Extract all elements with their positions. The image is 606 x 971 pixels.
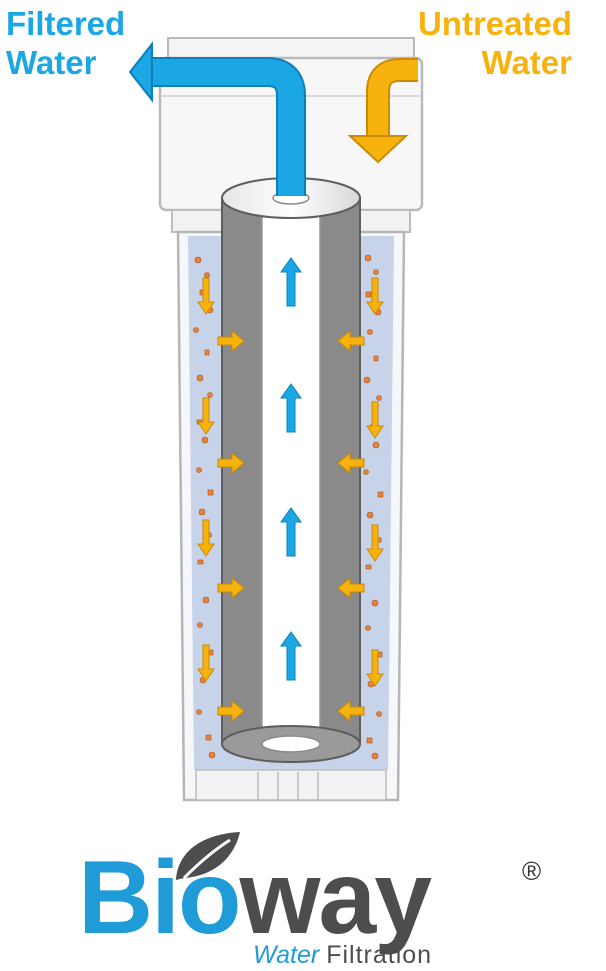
bioway-logo: Bioway ® Water Filtration — [0, 826, 606, 971]
core-flow-arrows — [280, 257, 302, 681]
brand-name: Bioway — [78, 846, 432, 950]
brand-name-part2: way — [239, 840, 433, 956]
tagline-water: Water — [253, 941, 320, 969]
brand-name-part1: Bio — [78, 840, 242, 956]
filtered-label-line2: Water — [6, 44, 97, 81]
filtered-water-outlet-arrow — [128, 41, 306, 196]
tagline-filtration: Filtration — [326, 941, 433, 969]
untreated-label-line2: Water — [481, 44, 572, 81]
untreated-label-line1: Untreated — [417, 5, 572, 42]
untreated-water-inlet-arrow — [347, 58, 418, 164]
filter-cartridge — [221, 177, 361, 763]
untreated-water-label: Untreated Water — [418, 4, 572, 82]
housing-downflow-arrows — [197, 277, 384, 687]
brand-tagline: Water Filtration — [253, 941, 432, 969]
registered-mark: ® — [522, 856, 542, 886]
leaf-icon — [176, 832, 240, 880]
filter-diagram — [128, 37, 424, 802]
inward-flow-arrows — [217, 329, 365, 723]
filtered-label-line1: Filtered — [6, 5, 126, 42]
filtered-water-label: Filtered Water — [6, 4, 125, 82]
